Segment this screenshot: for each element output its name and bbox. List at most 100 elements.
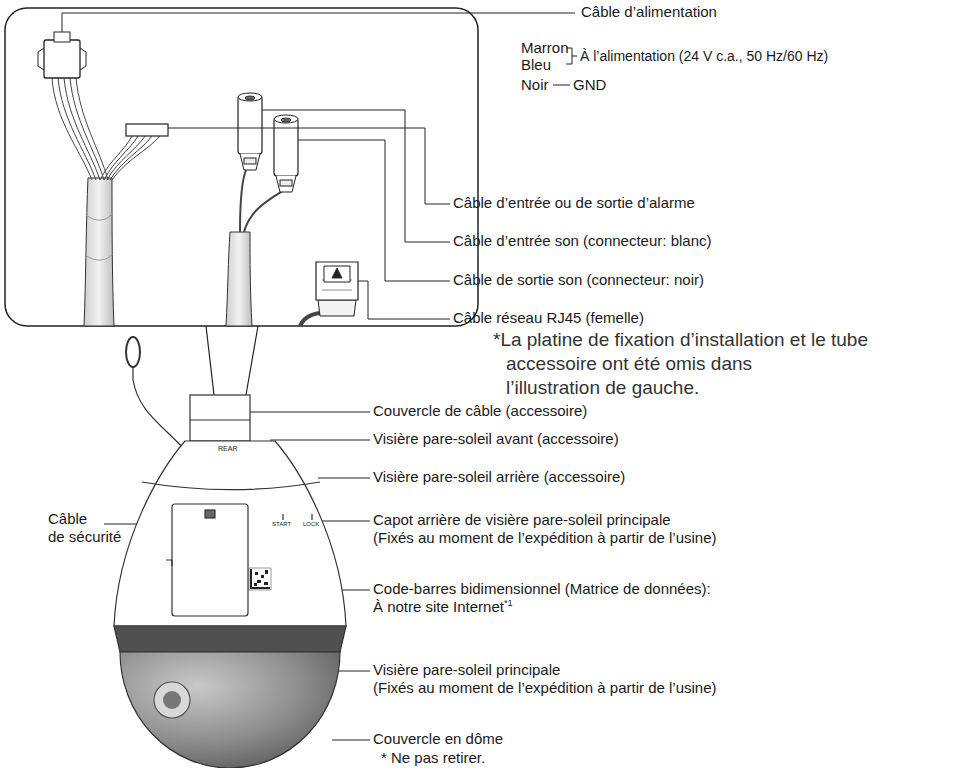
inset-pointer-part (206, 326, 258, 395)
cable-bundle-part (85, 214, 113, 260)
leader-lines-part (332, 740, 370, 741)
camera-body-part (154, 682, 190, 718)
cable-bundle-part (240, 154, 260, 170)
barcode-part (264, 582, 268, 585)
cable-bundle-part (38, 48, 86, 70)
barcode-part (257, 580, 261, 583)
cable-bundle-part (318, 300, 356, 316)
leader-lines-part (553, 85, 570, 86)
callout-label-holder: Câble d’entrée son (connecteur: blanc) (453, 232, 712, 250)
panel-marking: REAR (218, 445, 237, 452)
leader-lines-part (262, 110, 450, 242)
barcode-part (254, 583, 257, 586)
callout-label: Câble d’entrée ou de sortie d’alarme (453, 194, 695, 211)
cable-bundle-part (274, 118, 298, 176)
wire-destination-holder: GND (573, 76, 606, 94)
barcode-part (250, 587, 270, 589)
callout-label-holder: Capot arrière de visière pare-soleil pri… (373, 511, 717, 548)
cable-bundle-part (280, 180, 292, 186)
leader-lines-part (168, 128, 450, 204)
camera-body-part (120, 652, 340, 768)
callout-label: Câble de sortie son (connecteur: noir) (453, 271, 704, 288)
panel-marking-holder: REAR (218, 445, 237, 454)
camera-body (114, 395, 346, 768)
callout-label: Visière pare-soleil arrière (accessoire) (373, 468, 625, 485)
camera-body-part (190, 395, 250, 441)
callout-label: Câble réseau RJ45 (femelle) (453, 309, 644, 326)
camera-body-part (142, 482, 320, 490)
cable-bundle-part (54, 32, 70, 42)
wire-destination: GND (573, 76, 606, 93)
note-text: * Ne pas retirer. (381, 749, 485, 766)
callout-label-holder: Câble d’alimentation (581, 3, 717, 21)
wire-color: Bleu (521, 56, 551, 73)
panel-marking: LOCK (303, 521, 319, 527)
barcode-part (249, 568, 271, 590)
callout-label: Couvercle en dôme (373, 730, 503, 747)
camera-body-part (172, 504, 248, 616)
cable-bundle-part (100, 136, 160, 180)
callout-label: Câble d’alimentation (581, 3, 717, 20)
wire-destination: À l’alimentation (24 V c.a., 50 Hz/60 Hz… (580, 48, 828, 64)
cable-bundle-part (274, 115, 298, 123)
cable-bundle-part (226, 232, 252, 326)
leader-lines-part (358, 281, 450, 319)
callout-label-holder: Câble réseau RJ45 (femelle) (453, 309, 644, 327)
callout-label: Code-barres bidimensionnel (Matrice de d… (373, 580, 711, 615)
cable-bundle-part (238, 96, 262, 154)
barcode-part (265, 570, 268, 574)
camera-body-part (166, 514, 312, 566)
camera-body-part (163, 691, 181, 709)
wire-color-holder: Noir (521, 76, 549, 94)
camera-body-part (114, 626, 346, 652)
leader-lines-part (250, 412, 370, 413)
cable-bundle (38, 32, 358, 326)
cable-bundle-part (316, 262, 358, 300)
cable-bundle-part (44, 40, 80, 78)
cable-bundle-part (238, 93, 262, 101)
barcode-part (255, 572, 258, 575)
cable-bundle-part (324, 266, 350, 282)
note-text: *La platine de fixation d’installation e… (493, 329, 868, 398)
leader-lines-part (62, 13, 575, 32)
cable-bundle-part (244, 158, 256, 164)
callout-label: Câble d’entrée son (connecteur: blanc) (453, 232, 712, 249)
footnote-mark: *1 (504, 598, 513, 608)
callout-label: Capot arrière de visière pare-soleil pri… (373, 511, 717, 546)
camera-body-part (190, 419, 250, 420)
callout-label: Visière pare-soleil principale (Fixés au… (373, 661, 717, 696)
cable-bundle-part (281, 118, 291, 122)
callout-label: Couvercle de câble (accessoire) (373, 402, 587, 419)
cable-bundle-part (126, 124, 168, 136)
callout-label-holder: Câble d’entrée ou de sortie d’alarme (453, 194, 695, 212)
callout-label: Câble de sécurité (48, 510, 121, 545)
wire-color-holder: Bleu (521, 56, 551, 74)
leader-lines (62, 13, 577, 740)
note-text-holder: *La platine de fixation d’installation e… (493, 328, 868, 399)
inset-pointer (206, 326, 258, 395)
note-text-holder: * Ne pas retirer. (381, 749, 485, 767)
leader-lines-part (298, 140, 450, 281)
leader-lines-part (318, 478, 370, 479)
camera-body-part (205, 510, 215, 518)
wire-destination-holder: À l’alimentation (24 V c.a., 50 Hz/60 Hz… (580, 48, 828, 65)
barcode (249, 568, 271, 590)
callout-label-holder: Visière pare-soleil arrière (accessoire) (373, 468, 625, 486)
callout-label-holder: Code-barres bidimensionnel (Matrice de d… (373, 580, 711, 617)
panel-marking: START (272, 521, 291, 527)
callout-label-holder: Couvercle en dôme (373, 730, 503, 748)
wire-color: Marron (521, 39, 569, 56)
callout-label-holder: Couvercle de câble (accessoire) (373, 402, 587, 420)
callout-label-holder: Visière pare-soleil avant (accessoire) (373, 430, 619, 448)
cable-bundle-part (84, 178, 114, 326)
barcode-part (250, 569, 252, 589)
panel-marking-holder: START (272, 521, 291, 528)
wire-color-holder: Marron (521, 39, 569, 57)
safety-wire-part (126, 337, 140, 367)
leader-lines-part (270, 440, 370, 441)
cable-bundle-part (276, 176, 296, 192)
callout-label: Visière pare-soleil avant (accessoire) (373, 430, 619, 447)
barcode-part (261, 575, 264, 578)
